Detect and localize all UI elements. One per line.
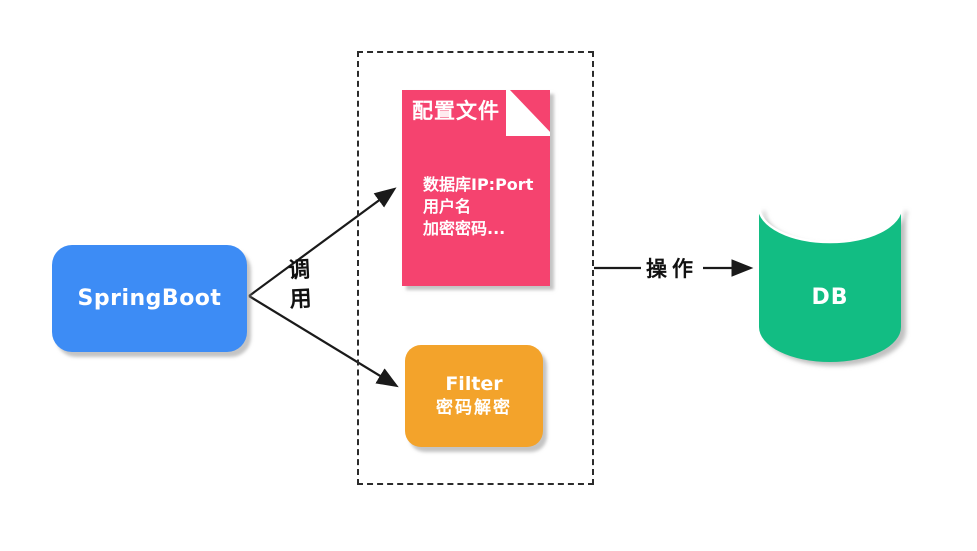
db-cylinder: DB xyxy=(757,170,903,364)
springboot-node: SpringBoot xyxy=(52,245,247,352)
folded-corner xyxy=(506,90,550,136)
operate-edge-label: 操作 xyxy=(641,252,703,284)
config-line-encrypted-password: 加密密码... xyxy=(423,219,506,238)
config-line-username: 用户名 xyxy=(423,197,472,216)
decryption-group-container xyxy=(357,51,594,485)
call-edge-label: 调用 xyxy=(283,257,312,317)
config-file-body: 数据库IP:Port 用户名 加密密码... xyxy=(423,174,544,240)
db-label: DB xyxy=(811,285,849,310)
config-line-db-ip-port: 数据库IP:Port xyxy=(423,175,534,194)
config-file-title: 配置文件 xyxy=(412,99,500,123)
db-cylinder-top-rim xyxy=(757,206,903,244)
filter-label-en: Filter xyxy=(445,373,503,395)
filter-label-zh: 密码解密 xyxy=(436,398,512,418)
db-cylinder-body xyxy=(759,207,901,362)
filter-node: Filter 密码解密 xyxy=(405,345,543,447)
springboot-label: SpringBoot xyxy=(77,286,222,311)
db-cylinder-shape xyxy=(757,206,903,362)
config-file-note: 配置文件 数据库IP:Port 用户名 加密密码... xyxy=(402,90,550,286)
